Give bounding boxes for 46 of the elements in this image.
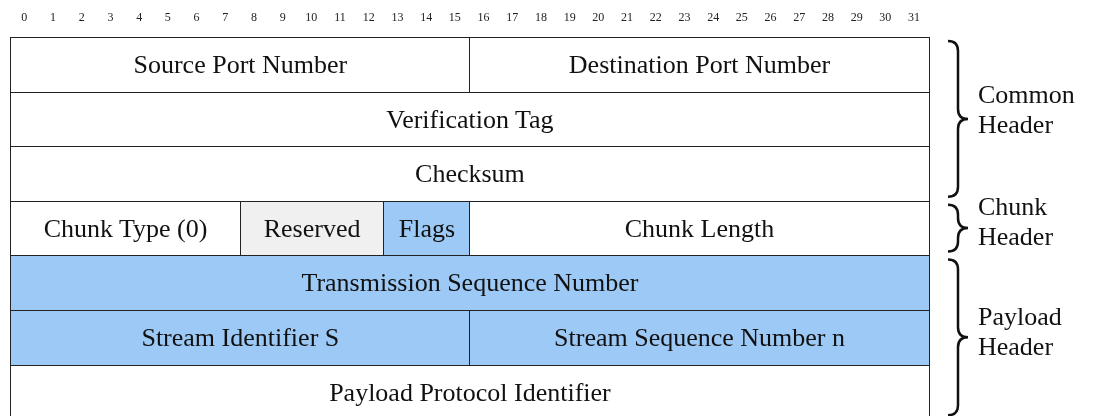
header-field: Reserved [239,200,385,257]
header-field: Stream Identifier S [10,310,471,367]
bit-number: 25 [734,10,749,25]
bit-number: 29 [849,10,864,25]
bit-number: 9 [278,10,287,25]
bit-number: 17 [505,10,520,25]
bit-number: 31 [907,10,922,25]
bit-number: 13 [390,10,405,25]
bit-number: 24 [706,10,721,25]
bit-number: 20 [591,10,606,25]
bit-number: 26 [763,10,778,25]
bit-number: 18 [533,10,548,25]
bit-number: 3 [106,10,115,25]
bit-number: 30 [878,10,893,25]
header-field: Source Port Number [10,37,471,94]
bit-number: 6 [192,10,201,25]
header-field: Checksum [10,146,930,203]
header-field: Chunk Length [469,200,930,257]
header-field: Payload Protocol Identifier [10,364,930,416]
header-field: Stream Sequence Number n [469,310,930,367]
bit-number: 23 [677,10,692,25]
bit-number: 4 [135,10,144,25]
bit-number: 27 [792,10,807,25]
bit-number: 21 [620,10,635,25]
bit-number: 11 [333,10,347,25]
bit-number: 22 [648,10,663,25]
bracket-label: Payload Header [978,302,1063,362]
bit-number: 19 [562,10,577,25]
bit-number: 16 [476,10,491,25]
bit-number: 8 [249,10,258,25]
bit-number: 7 [221,10,230,25]
header-field: Verification Tag [10,91,930,148]
bracket-label: Common Header [978,80,1076,140]
header-field: Destination Port Number [469,37,930,94]
bit-number: 5 [163,10,172,25]
header-field: Flags [383,200,471,257]
bit-number: 15 [447,10,462,25]
header-field: Transmission Sequence Number [10,255,930,312]
bit-number: 10 [304,10,319,25]
bit-number: 12 [361,10,376,25]
bit-number: 0 [20,10,29,25]
bit-number: 14 [419,10,434,25]
bracket-label: Chunk Header [978,192,1055,252]
bit-number: 1 [49,10,58,25]
bit-number: 28 [820,10,835,25]
bit-number: 2 [77,10,86,25]
